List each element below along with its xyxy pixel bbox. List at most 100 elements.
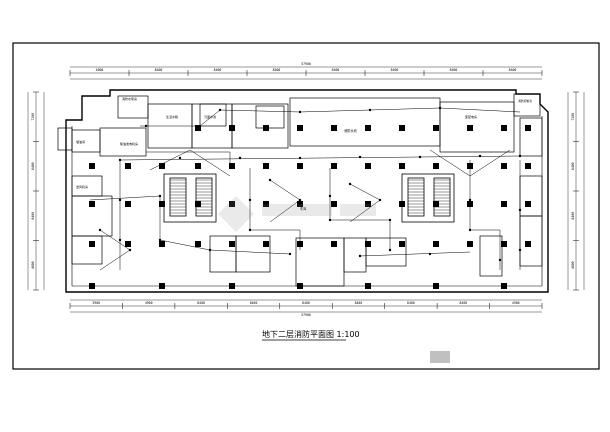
fire-detector xyxy=(518,248,522,252)
column-square xyxy=(501,163,507,169)
room-label-fire-pool: 消防水池 xyxy=(344,128,358,133)
column-square xyxy=(229,201,235,207)
alarm-wire xyxy=(209,249,291,255)
stair-treads-right xyxy=(408,179,450,214)
column-square xyxy=(525,163,531,169)
column-square xyxy=(399,241,405,247)
fire-detector xyxy=(518,208,522,212)
fire-detector xyxy=(518,154,522,158)
column-square xyxy=(89,283,95,289)
column-square xyxy=(125,201,131,207)
column-square xyxy=(501,125,507,131)
fire-detector xyxy=(298,198,302,202)
bottom-dimension-chain xyxy=(70,299,542,313)
column-square xyxy=(229,125,235,131)
alarm-wire xyxy=(140,109,301,127)
column-square xyxy=(195,241,201,247)
column-square xyxy=(229,283,235,289)
drawing-frame xyxy=(12,42,600,370)
bottom-rooms xyxy=(209,235,503,287)
stair-treads-left xyxy=(170,179,212,214)
left-rooms xyxy=(57,127,147,265)
column-square xyxy=(433,125,439,131)
column-square xyxy=(195,125,201,131)
right-dim-segment-label: 8400 xyxy=(571,162,575,170)
fire-detector xyxy=(418,155,422,159)
column-square xyxy=(89,163,95,169)
column-square xyxy=(399,201,405,207)
column-square xyxy=(501,201,507,207)
column-square xyxy=(125,241,131,247)
column-square xyxy=(501,283,507,289)
fire-detector xyxy=(218,108,222,112)
bottom-dim-segment-label: 8400 xyxy=(355,301,363,305)
fire-detector xyxy=(438,106,442,110)
bottom-dim-segment-label: 4900 xyxy=(512,301,520,305)
fire-detector xyxy=(144,124,148,128)
fire-detector xyxy=(158,238,162,242)
fire-detector xyxy=(268,178,272,182)
right-dim-segment-label: 8400 xyxy=(571,212,575,220)
alarm-wire xyxy=(299,107,521,113)
column-square xyxy=(263,125,269,131)
fire-detector xyxy=(468,198,472,202)
column-square xyxy=(229,241,235,247)
fire-detector xyxy=(498,258,502,262)
alarm-wire xyxy=(429,149,511,177)
fire-detector xyxy=(358,155,362,159)
fire-detector xyxy=(158,194,162,198)
column-square xyxy=(467,241,473,247)
room-label-water-tank: 生活水箱 xyxy=(166,114,178,119)
column-square xyxy=(159,241,165,247)
fire-detector xyxy=(328,218,332,222)
room-label-control: 消防控制室 xyxy=(518,99,532,103)
column-square xyxy=(525,201,531,207)
alarm-wire xyxy=(89,195,211,251)
column-square xyxy=(89,241,95,247)
bottom-dim-segment-label: 8400 xyxy=(250,301,258,305)
bottom-dim-segment-label: 8400 xyxy=(459,301,467,305)
fire-detector xyxy=(388,248,392,252)
column-square xyxy=(365,241,371,247)
fire-detector xyxy=(428,252,432,256)
bottom-dim-segment-label: 3900 xyxy=(92,301,100,305)
alarm-wire xyxy=(329,168,391,250)
bottom-dim-segment-label: 8400 xyxy=(407,301,415,305)
fire-alarm-wiring xyxy=(89,107,521,271)
alarm-wire xyxy=(119,155,521,161)
column-square xyxy=(433,283,439,289)
drawing-title: 地下二层消防平面图 1:100 xyxy=(262,329,360,339)
top-dim-segment-label: 8400 xyxy=(450,68,458,72)
column-square xyxy=(399,163,405,169)
column-square xyxy=(297,163,303,169)
bottom-dim-segment-label: 8400 xyxy=(302,301,310,305)
left-dim-segment-label: 7200 xyxy=(31,113,35,121)
fire-detector xyxy=(248,228,252,232)
alarm-wire xyxy=(149,149,231,177)
fire-detectors xyxy=(98,106,522,262)
top-dim-segment-label: 8400 xyxy=(332,68,340,72)
top-dim-segment-label: 8400 xyxy=(214,68,222,72)
fire-detector xyxy=(178,156,182,160)
column-square xyxy=(331,241,337,247)
fire-detector xyxy=(368,108,372,112)
alarm-wire xyxy=(469,160,501,270)
column-square xyxy=(297,283,303,289)
fire-detector xyxy=(118,158,122,162)
fire-detector xyxy=(288,252,292,256)
fire-detector xyxy=(378,198,382,202)
fire-detector xyxy=(298,156,302,160)
top-dim-segment-label: 8400 xyxy=(155,68,163,72)
room-label-sewage: 污废水池 xyxy=(204,114,216,119)
room-label-generator: 柴油发电机房 xyxy=(120,141,138,146)
column-square xyxy=(89,201,95,207)
fire-detector xyxy=(468,228,472,232)
column-square xyxy=(331,125,337,131)
alarm-wire xyxy=(146,151,231,166)
fire-detector xyxy=(248,198,252,202)
top-dim-segment-label: 8400 xyxy=(391,68,399,72)
fire-detector xyxy=(238,156,242,160)
fire-detector xyxy=(208,248,212,252)
